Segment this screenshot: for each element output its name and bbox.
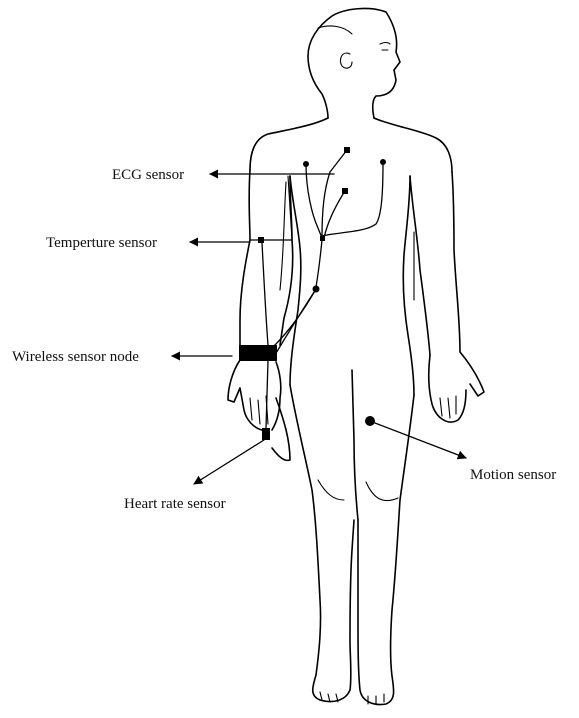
temperature-wire (262, 243, 268, 345)
motion-label: Motion sensor (470, 467, 556, 483)
left-leg (290, 385, 354, 702)
right-fingers (440, 396, 456, 418)
temperature-label: Temperture sensor (46, 235, 157, 251)
torso-right (403, 176, 414, 395)
left-fingers (250, 396, 268, 424)
shoulders (250, 118, 452, 172)
head-outline (308, 9, 400, 118)
heart-rate-sensor (262, 428, 270, 440)
right-arm-inner (410, 176, 430, 355)
left-knee (318, 480, 344, 500)
crotch (352, 370, 358, 520)
ecg-lead-left (306, 164, 322, 238)
right-arm-outer (452, 172, 460, 352)
motion-arrow (375, 423, 466, 458)
ecg-label: ECG sensor (112, 167, 184, 183)
ecg-lead-right (322, 162, 383, 236)
left-arm-outer (240, 170, 250, 345)
wireless-node-band (239, 345, 277, 361)
right-knee (366, 482, 398, 501)
left-hip-drape (272, 398, 290, 460)
wireless-node-label: Wireless sensor node (12, 349, 139, 365)
sensor-network (239, 147, 386, 440)
ecg-lead-lower (324, 191, 345, 238)
right-leg (358, 395, 414, 704)
heart-rate-arrow (194, 440, 264, 484)
hair-line (318, 26, 352, 34)
hub-to-wrist-wire-2 (272, 289, 316, 360)
left-hand (228, 360, 281, 430)
ear (340, 53, 352, 68)
ecg-to-hub-wire (316, 240, 322, 287)
face-detail (380, 43, 390, 51)
motion-sensor (365, 416, 375, 426)
label-arrows (172, 174, 466, 484)
heart-rate-label: Heart rate sensor (124, 496, 226, 512)
hub-to-wrist-wire (274, 289, 316, 346)
temperature-sensor (258, 237, 264, 243)
